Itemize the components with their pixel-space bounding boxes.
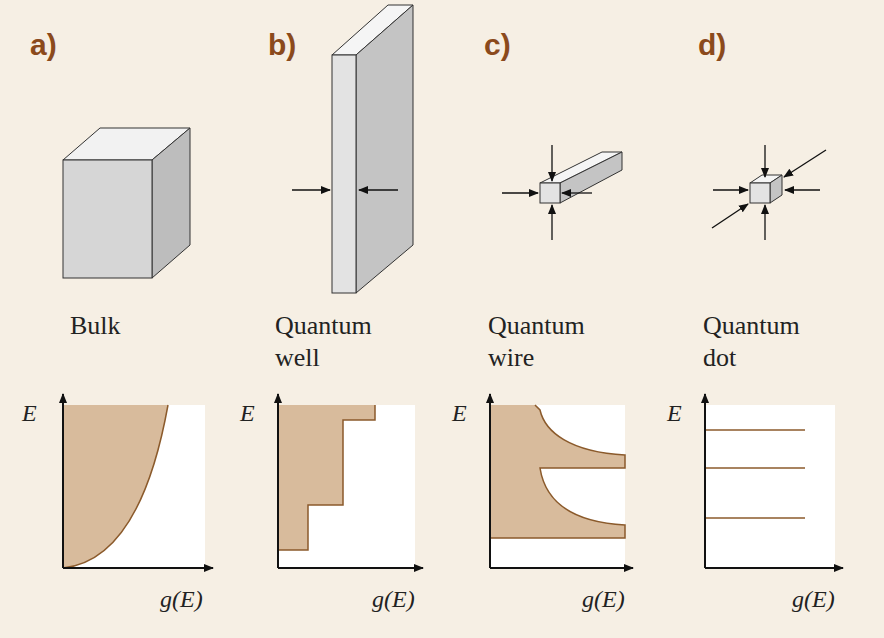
structure-name: Quantum well	[275, 310, 395, 374]
axis-label: g(E)	[582, 586, 625, 613]
panel-letter: a)	[30, 28, 57, 62]
axis-label: E	[452, 400, 467, 427]
structure-name: Quantum dot	[703, 310, 823, 374]
panel-letter: b)	[268, 28, 296, 62]
axis-label: g(E)	[372, 586, 415, 613]
panel-letter: c)	[484, 28, 511, 62]
dos-curves	[63, 405, 805, 568]
axis-label: g(E)	[792, 586, 835, 613]
axis-label: E	[22, 400, 37, 427]
axis-label: E	[667, 400, 682, 427]
plot-grounds	[63, 405, 835, 568]
confinement-arrows	[292, 145, 826, 240]
axes	[63, 394, 843, 568]
structure-name: Bulk	[70, 310, 190, 342]
axis-label: E	[240, 400, 255, 427]
axis-label: g(E)	[160, 586, 203, 613]
shapes	[63, 5, 782, 293]
structure-name: Quantum wire	[488, 310, 608, 374]
panel-letter: d)	[698, 28, 726, 62]
